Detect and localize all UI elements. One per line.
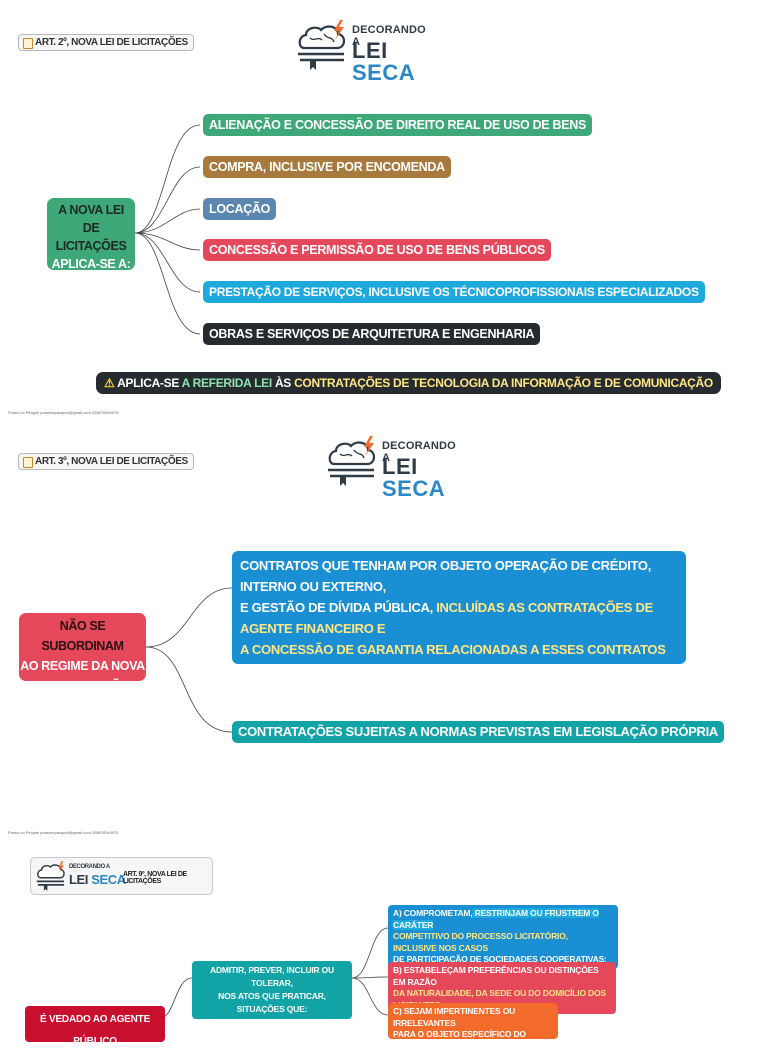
logo-top-text: DECORANDO A	[352, 24, 426, 48]
warning-part2: A REFERIDA LEI	[181, 376, 273, 390]
middle-node: ADMITIR, PREVER, INCLUIR OU TOLERAR, NOS…	[192, 961, 352, 1019]
branch-line2b: INCLUÍDAS AS CONTRATAÇÕES DE AGENTE FINA…	[240, 600, 653, 636]
branch-item-alienacao: ALIENAÇÃO E CONCESSÃO DE DIREITO REAL DE…	[203, 114, 593, 136]
footer-watermark: Posso no Pinquel posseropasquel@gmail.co…	[8, 830, 119, 835]
item-a-p5: DE PARTICIPAÇÃO DE SOCIEDADES COOPERATIV…	[393, 954, 607, 964]
central-node-line3: LEI DE LICITAÇÕES:	[24, 679, 141, 693]
middle-node-line1: ADMITIR, PREVER, INCLUIR OU TOLERAR,	[210, 965, 334, 988]
logo-title: LEI SECA	[69, 872, 126, 887]
branch-item-legislacao-propria: CONTRATAÇÕES SUJEITAS A NORMAS PREVISTAS…	[232, 721, 725, 743]
logo-lei: LEI	[69, 872, 89, 887]
item-c: C) SEJAM IMPERTINENTES OU IRRELEVANTES P…	[388, 1003, 558, 1051]
branch-line1: CONTRATOS QUE TENHAM POR OBJETO OPERAÇÃO…	[240, 558, 652, 594]
brain-book-icon	[328, 436, 376, 486]
branch-item-compra: COMPRA, INCLUSIVE POR ENCOMENDA	[203, 156, 451, 178]
middle-node-line2: NOS ATOS QUE PRATICAR, SITUAÇÕES QUE:	[218, 991, 326, 1014]
header-card: DECORANDO A LEI SECA ART. 9º, NOVA LEI D…	[30, 857, 213, 895]
footer-watermark: Posso no Pinquel posseropasquel@gmail.co…	[8, 410, 119, 415]
logo-seca: SECA	[352, 60, 416, 85]
warning-icon: ⚠	[104, 376, 115, 390]
branch-item-locacao: LOCAÇÃO	[203, 198, 277, 220]
logo: DECORANDO A LEI SECA	[296, 18, 436, 84]
article-tag-label: ART. 9º, NOVA LEI DE LICITAÇÕES	[123, 871, 187, 885]
logo-title: LEI SECA	[352, 40, 436, 84]
branch-line3: A CONCESSÃO DE GARANTIA RELACIONADAS A E…	[240, 642, 666, 657]
central-node-line3: APLICA-SE A:	[51, 257, 131, 271]
branch-item-contratos-credito: CONTRATOS QUE TENHAM POR OBJETO OPERAÇÃO…	[232, 551, 686, 664]
logo-lei: LEI	[352, 38, 388, 63]
central-node-line1: NÃO SE SUBORDINAM	[41, 619, 124, 653]
item-b-line1: B) ESTABELEÇAM PREFERÊNCIAS OU DISTINÇÕE…	[393, 965, 599, 987]
document-icon	[23, 38, 33, 49]
brain-book-icon	[36, 861, 65, 891]
logo-top-text: DECORANDO A	[382, 440, 456, 464]
item-a-p3: COMPETITIVO DO PROCESSO LICITATÓRIO,	[393, 931, 568, 941]
warning-part3: ÀS	[274, 376, 292, 390]
logo-seca: SECA	[382, 476, 446, 501]
central-node-line1: A NOVA LEI	[58, 203, 124, 217]
logo-seca: SECA	[91, 872, 126, 887]
branch-item-concessao: CONCESSÃO E PERMISSÃO DE USO DE BENS PÚB…	[203, 239, 551, 261]
item-a-p1: A) COMPROMETAM,	[393, 908, 473, 918]
central-node-line2: AO REGIME DA NOVA	[20, 659, 145, 673]
central-node-line2: DE LICITAÇÕES	[55, 221, 127, 253]
branch-item-obras: OBRAS E SERVIÇOS DE ARQUITETURA E ENGENH…	[203, 323, 541, 345]
item-c-line1: C) SEJAM IMPERTINENTES OU IRRELEVANTES	[393, 1006, 516, 1028]
warning-part4: CONTRATAÇÕES DE TECNOLOGIA DA INFORMAÇÃO…	[294, 376, 713, 390]
logo-lei: LEI	[382, 454, 418, 479]
document-icon	[23, 457, 33, 468]
item-c-line2: PARA O OBJETO ESPECÍFICO DO CONTRATO	[393, 1029, 526, 1051]
logo-title: LEI SECA	[382, 456, 466, 500]
central-node: NÃO SE SUBORDINAM AO REGIME DA NOVA LEI …	[19, 613, 146, 693]
article-tag: ART. 2º, NOVA LEI DE LICITAÇÕES	[18, 34, 194, 51]
brain-book-icon	[298, 20, 346, 70]
article-tag-label: ART. 2º, NOVA LEI DE LICITAÇÕES	[35, 37, 188, 48]
warning-part1: APLICA-SE	[117, 376, 180, 390]
logo-top-text: DECORANDO A	[69, 864, 110, 870]
central-node: A NOVA LEI DE LICITAÇÕES APLICA-SE A:	[47, 198, 135, 271]
item-a-p4: INCLUSIVE NOS CASOS	[393, 942, 488, 953]
branch-line2: E GESTÃO DE DÍVIDA PÚBLICA, INCLUÍDAS AS…	[240, 597, 678, 639]
article-tag-label: ART. 3º, NOVA LEI DE LICITAÇÕES	[35, 456, 188, 467]
item-a: A) COMPROMETAM, RESTRINJAM OU FRUSTREM O…	[388, 905, 618, 969]
left-node: É VEDADO AO AGENTE PÚBLICO	[25, 1006, 165, 1047]
mindmap-connectors	[134, 124, 389, 1019]
branch-line2a: E GESTÃO DE DÍVIDA PÚBLICA,	[240, 600, 433, 615]
branch-item-prestacao: PRESTAÇÃO DE SERVIÇOS, INCLUSIVE OS TÉCN…	[203, 281, 705, 303]
warning-banner: ⚠ APLICA-SE A REFERIDA LEI ÀS CONTRATAÇÕ…	[96, 372, 721, 394]
article-tag: ART. 3º, NOVA LEI DE LICITAÇÕES	[18, 453, 194, 470]
logo: DECORANDO A LEI SECA	[326, 434, 466, 500]
